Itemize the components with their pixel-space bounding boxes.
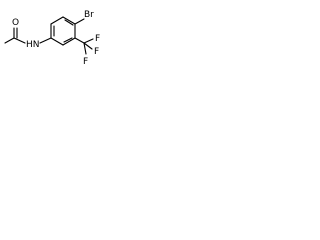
bond-methyl-carbonyl (4, 37, 15, 44)
bond-nitrogen-ring (39, 37, 52, 44)
bond-ring-bromine (74, 18, 85, 25)
nitrogen-hydrogen-label: HN (26, 40, 40, 50)
ring-bond-6 (50, 37, 64, 46)
oxygen-label: O (12, 18, 19, 28)
molecule-structure: O HN Br F F F (4, 10, 100, 67)
bond-carbonyl-nitrogen (13, 37, 26, 44)
bromine-label: Br (84, 10, 94, 20)
ring-bond-3 (62, 16, 76, 25)
fluorine-label-2: F (94, 47, 99, 57)
ring-double-bond-2 (64, 19, 74, 26)
ring-bond-2 (50, 16, 64, 25)
bond-cf3-fluorine-3 (83, 42, 87, 55)
fluorine-label-3: F (83, 57, 88, 67)
fluorine-label-1: F (95, 34, 100, 44)
ring-double-bond-3 (63, 37, 73, 43)
bond-ring-cf3 (74, 37, 85, 44)
bond-cf3-fluorine-1 (83, 38, 94, 44)
bond-cf3-fluorine-2 (83, 42, 93, 50)
ring-bond-5 (62, 37, 76, 46)
